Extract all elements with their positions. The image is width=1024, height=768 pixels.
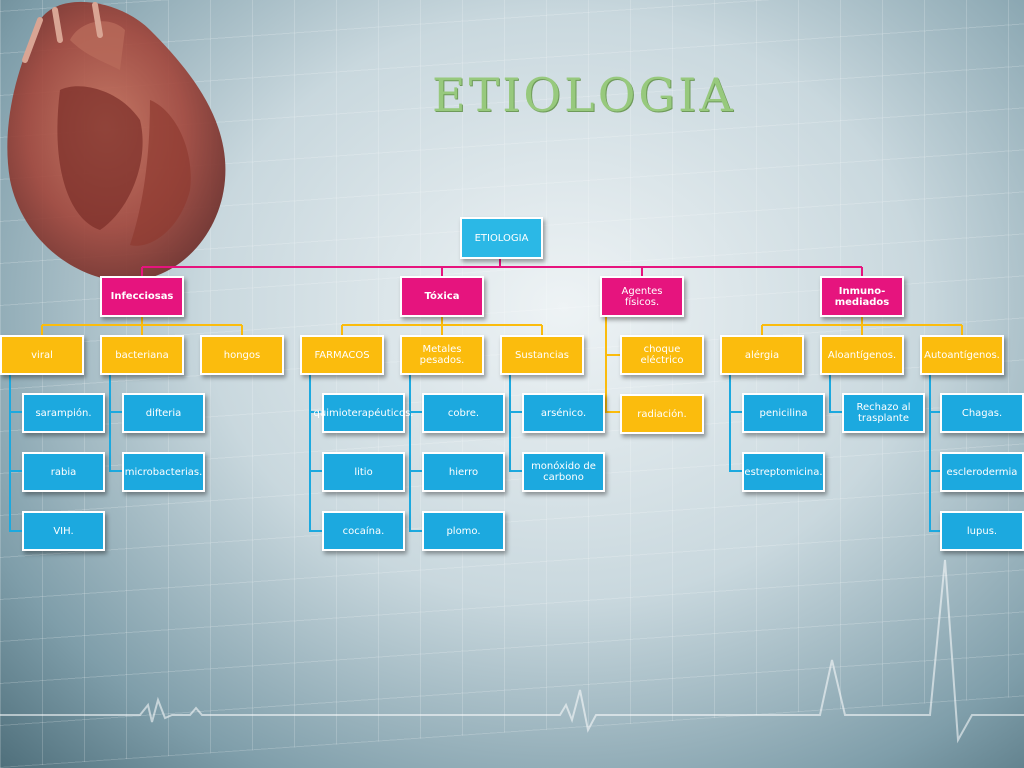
node-sub-alergia: alérgia	[720, 335, 804, 375]
node-category-toxica: Tóxica	[400, 276, 484, 317]
node-category-inmunomediados: Inmuno-mediados	[820, 276, 904, 317]
node-leaf-monoxido-carbono: monóxido de carbono	[522, 452, 605, 492]
node-leaf-rechazo-trasplante: Rechazo al trasplante	[842, 393, 925, 433]
node-leaf-rabia: rabia	[22, 452, 105, 492]
node-leaf-difteria: difteria	[122, 393, 205, 433]
node-leaf-microbacterias: microbacterias.	[122, 452, 205, 492]
node-sub-farmacos: FARMACOS	[300, 335, 384, 375]
node-leaf-arsenico: arsénico.	[522, 393, 605, 433]
node-leaf-sarampion: sarampión.	[22, 393, 105, 433]
ecg-trace	[0, 559, 1024, 744]
heart-illustration	[7, 1, 226, 282]
node-leaf-cobre: cobre.	[422, 393, 505, 433]
node-leaf-quimioterapeuticos: quimioterapéuticos.	[314, 393, 413, 433]
node-leaf-plomo: plomo.	[422, 511, 505, 551]
node-leaf-vih: VIH.	[22, 511, 105, 551]
node-leaf-litio: litio	[322, 452, 405, 492]
node-sub-bacteriana: bacteriana	[100, 335, 184, 375]
page-title: ETIOLOGIA	[432, 68, 736, 122]
node-category-infecciosas: Infecciosas	[100, 276, 184, 317]
node-sub-autoantigenos: Autoantígenos.	[920, 335, 1004, 375]
node-category-agentes-fisicos: Agentes físicos.	[600, 276, 684, 317]
node-sub-choque-electrico: choque eléctrico	[620, 335, 704, 375]
node-leaf-penicilina: penicilina	[742, 393, 825, 433]
node-sub-hongos: hongos	[200, 335, 284, 375]
node-sub-metales-pesados: Metales pesados.	[400, 335, 484, 375]
node-leaf-chagas: Chagas.	[940, 393, 1024, 433]
node-leaf-lupus: lupus.	[940, 511, 1024, 551]
node-leaf-cocaina: cocaína.	[322, 511, 405, 551]
node-leaf-estreptomicina: estreptomicina.	[742, 452, 825, 492]
node-leaf-hierro: hierro	[422, 452, 505, 492]
node-sub-viral: viral	[0, 335, 84, 375]
node-leaf-esclerodermia: esclerodermia	[940, 452, 1024, 492]
node-sub-radiacion: radiación.	[620, 394, 704, 434]
node-sub-aloantigenos: Aloantígenos.	[820, 335, 904, 375]
node-sub-sustancias: Sustancias	[500, 335, 584, 375]
node-root: ETIOLOGIA	[460, 217, 543, 259]
